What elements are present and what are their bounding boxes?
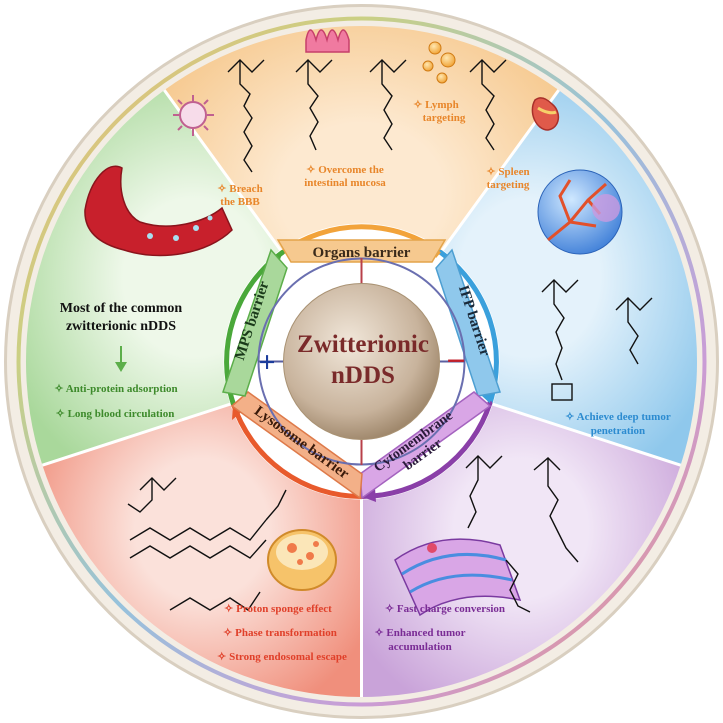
label-anti-protein: ✧ Anti-protein adsorption [54, 383, 177, 395]
mps-barrier-bar [222, 248, 288, 397]
label-deep-penetration-1: ✧ Achieve deep tumor [565, 411, 671, 423]
label-spleen-1: ✧ Spleen [486, 166, 529, 178]
label-enhanced-tumor-2: accumulation [388, 641, 452, 653]
intestine-villi-icon [305, 29, 350, 53]
label-proton-sponge: ✧ Proton sponge effect [224, 603, 332, 615]
minus-sign: − [446, 343, 465, 380]
organs-barrier-label: Organs barrier [313, 245, 411, 261]
down-arrow-icon [115, 346, 127, 372]
label-spleen-2: targeting [487, 179, 530, 191]
label-lymph-1: ✧ Lymph [413, 99, 459, 111]
lysosome-labels: ✧ Proton sponge effect ✧ Phase transform… [217, 603, 347, 663]
cyto-labels: ✧ Fast charge conversion ✧ Enhanced tumo… [374, 603, 505, 653]
lysosome-barrier-bar [230, 391, 363, 500]
label-long-circulation: ✧ Long blood circulation [56, 408, 175, 420]
label-phase-transformation: ✧ Phase transformation [223, 627, 337, 639]
organs-barrier-bar [276, 239, 447, 263]
sector-organs [164, 26, 559, 362]
label-intestinal-1: ✧ Overcome the [306, 164, 384, 176]
mps-heading-1: Most of the common [60, 301, 183, 316]
organs-labels: ✧ Breach the BBB ✧ Overcome the intestin… [217, 99, 530, 208]
plus-sign: + [258, 346, 275, 379]
mps-heading-2: zwitterionic nDDS [66, 319, 176, 334]
label-lymph-2: targeting [423, 112, 466, 124]
center-title-line1: Zwitterionic [297, 331, 429, 358]
label-enhanced-tumor-1: ✧ Enhanced tumor [374, 627, 465, 639]
label-breach-bbb-1: ✧ Breach [217, 183, 262, 195]
outer-rim [16, 16, 707, 707]
blood-vessel-icon [84, 165, 233, 257]
label-fast-charge: ✧ Fast charge conversion [385, 603, 505, 615]
label-deep-penetration-2: penetration [591, 425, 645, 437]
polymer-structures-ifp [541, 279, 653, 401]
polymer-structures-cyto [465, 455, 579, 613]
label-intestinal-2: intestinal mucosa [304, 177, 386, 189]
spleen-icon [531, 97, 560, 131]
bbb-vesicle-icon [173, 95, 214, 136]
ifp-labels: ✧ Achieve deep tumor penetration [565, 411, 671, 437]
tumor-spheroid-icon [537, 169, 623, 255]
center-title-line2: nDDS [331, 362, 395, 389]
label-breach-bbb-2: the BBB [220, 196, 260, 208]
polymer-structures-lysosome [127, 477, 287, 611]
lipid-bilayer-icon [394, 538, 522, 617]
center-core [283, 283, 440, 440]
endosome-icon [267, 529, 337, 591]
label-endosomal-escape: ✧ Strong endosomal escape [217, 651, 347, 663]
mps-labels: Most of the common zwitterionic nDDS ✧ A… [54, 301, 182, 420]
polymer-structures-organs [227, 59, 507, 173]
lymph-node-icon [422, 41, 456, 84]
